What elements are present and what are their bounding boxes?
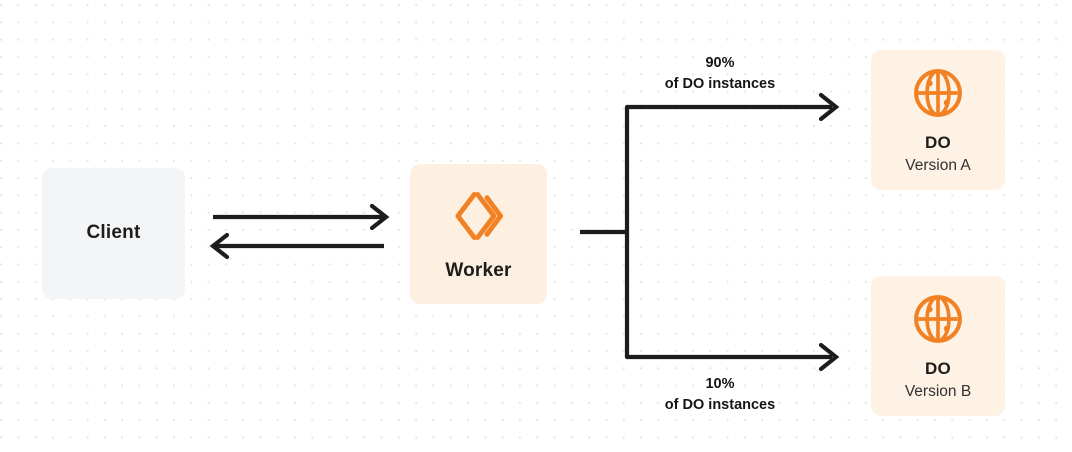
- node-do-version-b-sublabel: Version B: [904, 382, 972, 400]
- node-do-version-b[interactable]: DO Version B: [871, 276, 1005, 416]
- node-do-version-a-label: DO: [925, 133, 951, 153]
- node-client[interactable]: Client: [42, 168, 185, 299]
- edge-label-do-b: 10% of DO instances: [592, 374, 848, 416]
- edge-label-do-a-description: of DO instances: [664, 76, 776, 93]
- node-do-version-a-sublabel: Version A: [905, 156, 971, 174]
- edge-label-do-a: 90% of DO instances: [592, 53, 848, 95]
- globe-icon: [910, 291, 966, 347]
- edge-label-do-b-description: of DO instances: [664, 397, 776, 414]
- edge-label-do-b-percent: 10%: [705, 376, 735, 392]
- edge-worker-to-client: [209, 232, 384, 260]
- cloudflare-workers-icon: [449, 186, 509, 246]
- node-do-version-a[interactable]: DO Version A: [871, 50, 1005, 190]
- node-client-label: Client: [86, 222, 141, 244]
- edge-client-to-worker: [213, 203, 390, 231]
- node-worker-label: Worker: [445, 259, 512, 281]
- edge-worker-to-do-b: [624, 232, 840, 372]
- node-worker[interactable]: Worker: [410, 164, 547, 304]
- edge-label-do-a-percent: 90%: [705, 55, 735, 71]
- edge-worker-to-do-a: [580, 92, 840, 235]
- node-do-version-b-label: DO: [925, 359, 951, 379]
- globe-icon: [910, 65, 966, 121]
